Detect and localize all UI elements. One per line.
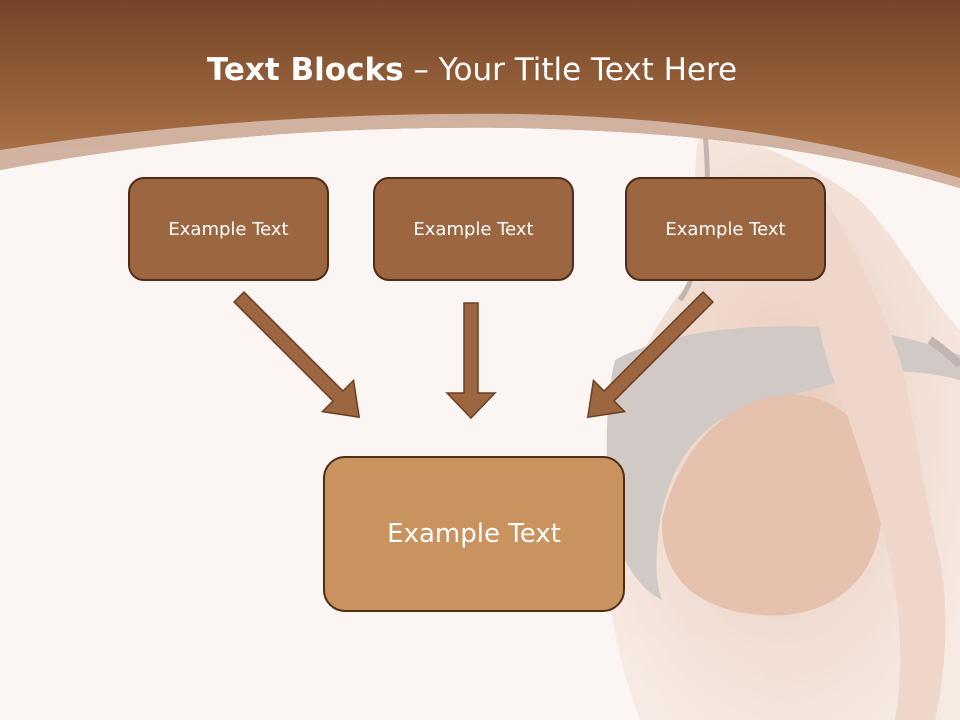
title-rest-part: – Your Title Text Here [403, 52, 738, 88]
text-block-1[interactable]: Example Text [128, 177, 329, 281]
arrow-down-icon [445, 302, 497, 420]
target-text-block[interactable]: Example Text [323, 456, 625, 612]
text-block-2[interactable]: Example Text [373, 177, 574, 281]
target-text-block-label: Example Text [387, 519, 561, 549]
text-block-3[interactable]: Example Text [625, 177, 826, 281]
arrow-right-diagonal-icon [586, 290, 715, 419]
text-block-3-label: Example Text [665, 218, 786, 240]
text-block-1-label: Example Text [168, 218, 289, 240]
title-bold-part: Text Blocks [206, 52, 404, 88]
text-block-2-label: Example Text [413, 218, 534, 240]
arrow-left-diagonal-icon [232, 290, 361, 419]
slide-title: Text Blocks – Your Title Text Here [0, 52, 944, 88]
